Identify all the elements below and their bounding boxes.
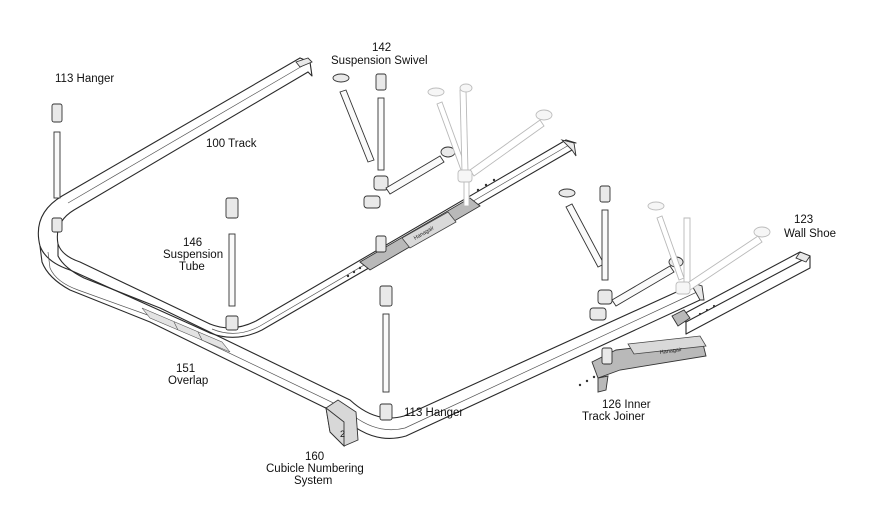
label-hanger-top: 113 Hanger [55,73,114,85]
swivel-group-lower [558,185,771,365]
label-joiner-line1: 126 Inner [602,399,651,411]
label-wall-shoe-number: 123 [794,214,813,226]
label-overlap-number: 151 [176,363,195,375]
label-wall-shoe-name: Wall Shoe [784,228,836,240]
lower-track-joiner: Hanagair [591,335,707,393]
label-tube-number: 146 [183,237,202,249]
label-joiner-line2: Track Joiner [582,411,645,423]
cubicle-tag-number: 2 [340,429,345,439]
overlap-piece [141,307,231,353]
label-swivel-number: 142 [372,42,391,54]
hanger-bottom [379,285,393,421]
cubicle-numbering-tag: 2 [325,399,359,448]
upper-track-joiner: Hanagair [359,197,481,271]
label-swivel-name: Suspension Swivel [331,55,428,67]
label-overlap-name: Overlap [168,375,208,387]
suspension-tube [225,197,239,331]
label-tube-name1: Suspension [163,249,223,261]
label-track: 100 Track [206,138,257,150]
upper-track [37,57,577,338]
label-tube-name2: Tube [179,261,205,273]
swivel-group-upper [332,73,553,253]
label-numbering-number: 160 [305,451,324,463]
label-hanger-bottom: 113 Hanger [404,407,463,419]
label-numbering-line2: System [294,475,332,487]
wall-shoe [671,251,811,335]
joiner-brand-lower: Hanagair [659,347,682,356]
label-numbering-line1: Cubicle Numbering [266,463,364,475]
hanger-top-left [51,103,63,233]
